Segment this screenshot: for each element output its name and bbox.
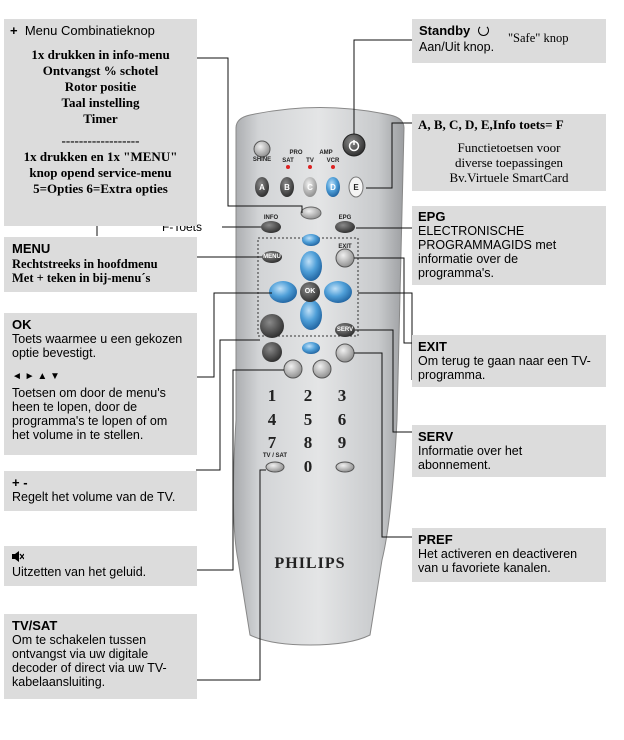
ok-line2: programma's te lopen of om [12, 414, 168, 428]
info-button [300, 206, 322, 220]
vol-plus-button [260, 314, 284, 338]
exit-line: Om terug te gaan naar een TV- [418, 354, 591, 368]
mute-icon [12, 551, 189, 565]
menu-combi-line: Ontvangst % schotel [42, 63, 159, 78]
abcde-title: A, B, C, D, E,Info toets= F [418, 117, 564, 132]
standby-title: Standby [419, 23, 471, 38]
menu-combi-line: Taal instelling [61, 95, 140, 110]
epg-line: programma's. [418, 266, 495, 280]
menu-combi-line: 1x drukken in info-menu [31, 47, 170, 62]
key-c [303, 177, 317, 197]
epg-title: EPG [418, 209, 446, 224]
right-button [324, 281, 352, 303]
exit-button [335, 248, 355, 268]
pp-button [312, 359, 332, 379]
ok-line: Toets waarmee u een gekozen [12, 332, 183, 346]
serv-box: SERV Informatie over het abonnement. [412, 425, 606, 477]
key-e [348, 176, 364, 198]
exit-box: EXIT Om terug te gaan naar een TV- progr… [412, 335, 606, 387]
abcde-box: A, B, C, D, E,Info toets= F Functietoets… [412, 114, 606, 191]
key-a [255, 177, 269, 197]
left-button [269, 281, 297, 303]
menu-button [262, 251, 282, 263]
exit-title: EXIT [418, 339, 447, 354]
tvsat-line: Om te schakelen tussen [12, 633, 147, 647]
epg-line: informatie over de [418, 252, 519, 266]
serv-button [335, 323, 355, 337]
serv-title: SERV [418, 429, 454, 444]
menu-combi-line: Timer [83, 111, 118, 126]
menu-combi-divider: ------------------ [61, 133, 140, 148]
mute-button [283, 359, 303, 379]
down-button [300, 300, 322, 330]
pref-box: PREF Het activeren en deactiveren van u … [412, 528, 606, 582]
mute-line: Uitzetten van het geluid. [12, 565, 147, 579]
tvsat-line: kabelaansluiting. [12, 675, 106, 689]
standby-box: Standby Aan/Uit knop. "Safe" knop [412, 19, 606, 63]
power-icon [477, 25, 489, 36]
exit-line: programma. [418, 368, 486, 382]
menu-title: MENU [12, 241, 51, 256]
abcde-line: diverse toepassingen [455, 155, 563, 170]
plusmin-title: + - [12, 475, 28, 490]
menu-combi-title: Menu Combinatieknop [24, 23, 155, 38]
epg-line: ELECTRONISCHE [418, 224, 525, 238]
standby-safe: "Safe" knop [507, 31, 569, 45]
menu-combi-heading: + Menu Combinatieknop [10, 23, 191, 39]
mute-box: Uitzetten van het geluid. [4, 546, 197, 586]
pref-line: Het activeren en deactiveren [418, 547, 578, 561]
key-b [280, 177, 294, 197]
tvsat-line: decoder of direct via uw TV- [12, 661, 167, 675]
ok-box: OK Toets waarmee u een gekozen optie bev… [4, 313, 197, 455]
standby-sub: Aan/Uit knop. [419, 40, 495, 54]
menu-combi-box: + Menu Combinatieknop 1x drukken in info… [4, 19, 197, 226]
serv-line: Informatie over het [418, 444, 523, 458]
serv-line: abonnement. [418, 458, 491, 472]
menu-combi-line: Rotor positie [64, 79, 137, 94]
menu-box: MENU Rechtstreeks in hoofdmenu Met + tek… [4, 237, 197, 292]
tvsat-button [265, 461, 285, 473]
pref-line: van u favoriete kanalen. [418, 561, 551, 575]
ok-line2: heen te lopen, door de [12, 400, 138, 414]
pref-button [335, 343, 355, 363]
plusmin-line: Regelt het volume van de TV. [12, 490, 176, 504]
f-button [261, 221, 281, 233]
epg-line: PROGRAMMAGIDS met [418, 238, 557, 252]
abcde-line: Functietoetsen voor [457, 140, 561, 155]
tvsat-title: TV/SAT [12, 618, 58, 633]
plus-symbol: + [10, 23, 18, 38]
epg-button [335, 221, 355, 233]
ok-line2: Toetsen om door de menu's [12, 386, 166, 400]
up-button [300, 251, 322, 281]
pref-title: PREF [418, 532, 453, 547]
plusmin-box: + - Regelt het volume van de TV. [4, 471, 197, 511]
ok-button [300, 282, 320, 302]
ok-line: optie bevestigt. [12, 346, 97, 360]
menu-combi-line: 1x drukken en 1x "MENU" [23, 149, 178, 164]
arrow-icons: ◄ ► ▲ ▼ [12, 371, 60, 382]
menu-combi-line: knop opend service-menu [29, 165, 172, 180]
ok-line2: het volume in te stellen. [12, 428, 144, 442]
tvsat-line: ontvangst via uw digitale [12, 647, 149, 661]
abcde-line: Bv.Virtuele SmartCard [449, 170, 569, 185]
shine-button [253, 140, 271, 158]
menu-combi-line: 5=Opties 6=Extra opties [33, 181, 168, 196]
epg-box: EPG ELECTRONISCHE PROGRAMMAGIDS met info… [412, 206, 606, 285]
menu-line: Rechtstreeks in hoofdmenu [12, 257, 158, 271]
key-d [326, 177, 340, 197]
tvsat-box: TV/SAT Om te schakelen tussen ontvangst … [4, 614, 197, 699]
menu-line: Met + teken in bij-menu´s [12, 271, 151, 285]
ok-title: OK [12, 317, 32, 332]
vol-minus-button [262, 342, 282, 362]
